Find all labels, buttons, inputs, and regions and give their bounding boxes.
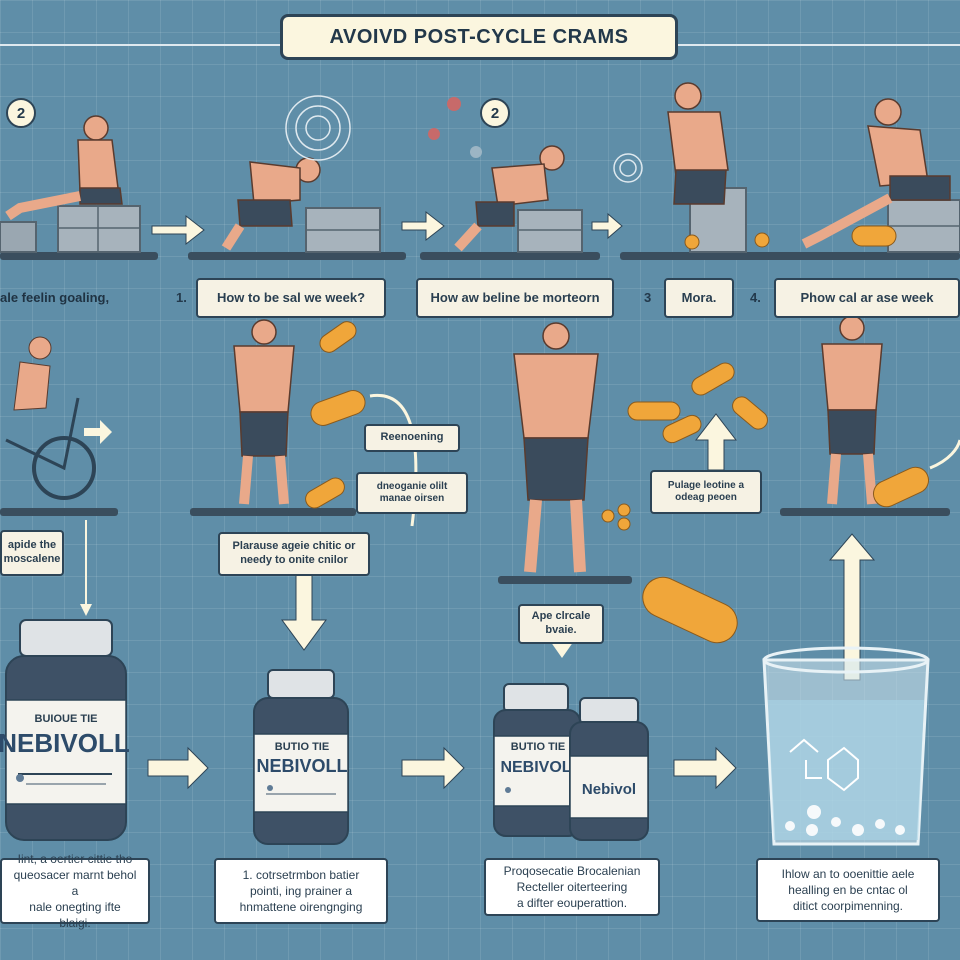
stone-block-3 — [517, 209, 583, 253]
bottom-caption-2: 1. cotrsetrmbon batier pointi, ing prain… — [214, 858, 388, 924]
bottom-caption-4-text: Ihlow an to ooenittie aele healling en b… — [781, 866, 915, 914]
figure-kneeling-2 — [221, 157, 321, 251]
bottle-3 — [493, 683, 581, 837]
row1-label-4: Mora. — [664, 278, 734, 318]
arrow-row2-curve-right — [929, 439, 960, 470]
title-rule-right — [678, 44, 960, 46]
arrow-row2-up — [694, 413, 738, 471]
bottle-3-subtitle: BUTIO TIE — [511, 741, 565, 753]
stone-block-2 — [305, 207, 381, 253]
bottom-caption-2-text: 1. cotrsetrmbon batier pointi, ing prain… — [239, 867, 363, 915]
bottom-caption-3: Proqosecatie Brocalenian Recteller oiter… — [484, 858, 660, 916]
capsule-row1 — [684, 225, 897, 250]
title-banner: AVOIVD POST-CYCLE CRAMS — [280, 14, 678, 60]
arrow-row1-1 — [151, 214, 205, 246]
row1-number-1: 1. — [176, 290, 187, 305]
step-badge-number: 2 — [490, 104, 500, 122]
figure-seated-5 — [801, 98, 951, 249]
platform-row1-b — [188, 252, 406, 260]
bottle-1-subtitle: BUIOUE TIE — [35, 713, 98, 725]
capsules-row2 — [305, 321, 930, 644]
row2-label-5: Pulage leotine a odeag peoen — [650, 470, 762, 514]
swirl-decoration — [285, 95, 643, 183]
page-title: AVOIVD POST-CYCLE CRAMS — [329, 25, 629, 48]
row2-label-3: dneoganie olilt manae oirsen — [356, 472, 468, 514]
arrow-row1-2 — [401, 210, 445, 242]
bottle-2 — [253, 669, 349, 845]
figure-cycling — [5, 336, 96, 500]
figure-standing-row2-1 — [233, 319, 295, 505]
row2-label-2: Reenoening — [364, 424, 460, 452]
bottom-caption-1: Iint, a oertier cittie tho queosacer mar… — [0, 852, 150, 930]
row1-number-4-text: 4. — [750, 290, 761, 305]
figure-seated-1 — [5, 115, 123, 221]
row2-label-1-text: apide the moscalene — [3, 539, 61, 565]
arrow-bottom-2 — [401, 746, 465, 790]
bottom-caption-3-text: Proqosecatie Brocalenian Recteller oiter… — [503, 863, 641, 911]
bottle-1-brand: NEBIVOLL — [0, 728, 130, 758]
row2-label-4-text: Plarause ageie chitic or needy to onite … — [232, 540, 356, 566]
row1-label-2: How to be sal we week? — [196, 278, 386, 318]
row2-label-6: Ape clrcale bvaie. — [518, 604, 604, 644]
row1-number-3: 3 — [644, 290, 651, 305]
row2-label-3-text: dneoganie olilt manae oirsen — [376, 480, 448, 505]
step-badge-1: 2 — [6, 98, 36, 128]
platform-row2-a — [0, 508, 118, 516]
platform-row2-b — [190, 508, 356, 516]
row1-label-3: How aw beline be morteorn — [416, 278, 614, 318]
row2-label-1: apide the moscalene — [0, 530, 64, 576]
bottle-2-brand: NEBIVOLL — [256, 756, 347, 776]
row1-label-3-text: How aw beline be morteorn — [430, 289, 600, 305]
row1-label-5-text: Phow cal ar ase week — [800, 289, 934, 305]
title-rule-left — [0, 44, 280, 46]
bottle-1 — [5, 619, 127, 841]
figure-standing-row2-2 — [513, 322, 599, 573]
row1-number-3-text: 3 — [644, 290, 652, 305]
row1-label-5: Phow cal ar ase week — [774, 278, 960, 318]
stone-block-1 — [0, 205, 141, 253]
arrow-down-2 — [281, 569, 327, 651]
bottom-caption-4: Ihlow an to ooenittie aele healling en b… — [756, 858, 940, 922]
row1-number-4: 4. — [750, 290, 761, 305]
arrow-row2-1 — [84, 420, 112, 444]
platform-row1-d — [620, 252, 960, 260]
platform-row2-c — [498, 576, 632, 584]
row1-number-1-text: 1. — [176, 290, 187, 305]
arrow-up-glass — [828, 533, 876, 681]
row2-label-2-text: Reenoening — [380, 431, 444, 444]
row2-label-5-text: Pulage leotine a odeag peoen — [667, 479, 745, 504]
step-badge-number: 2 — [16, 104, 26, 122]
figure-standing-row2-3 — [821, 315, 883, 505]
platform-row1-c — [420, 252, 600, 260]
bottom-caption-1-text: Iint, a oertier cittie tho queosacer mar… — [13, 851, 137, 931]
bottle-4 — [569, 697, 649, 841]
row1-label-2-text: How to be sal we week? — [216, 289, 366, 305]
platform-row1-a — [0, 252, 158, 260]
arrow-row1-3 — [591, 212, 623, 240]
bottle-3-brand: NEBIVOL — [500, 759, 571, 776]
row2-label-4: Plarause ageie chitic or needy to onite … — [218, 532, 370, 576]
water-glass — [762, 646, 930, 846]
row1-caption-1-text: ale feelin goaling, — [0, 290, 110, 305]
figure-kneeling-3 — [454, 145, 565, 252]
row1-caption-1: ale feelin goaling, — [0, 290, 109, 305]
step-badge-2: 2 — [480, 98, 510, 128]
figure-standing-4 — [667, 82, 729, 205]
arrow-bottom-3 — [673, 746, 737, 790]
row1-label-4-text: Mora. — [681, 289, 717, 305]
platform-row2-d — [780, 508, 950, 516]
bottle-2-subtitle: BUTIO TIE — [275, 741, 329, 753]
bottle-4-brand: Nebivol — [582, 781, 636, 798]
row2-label-6-text: Ape clrcale bvaie. — [531, 610, 591, 636]
arrow-bottom-1 — [147, 746, 209, 790]
